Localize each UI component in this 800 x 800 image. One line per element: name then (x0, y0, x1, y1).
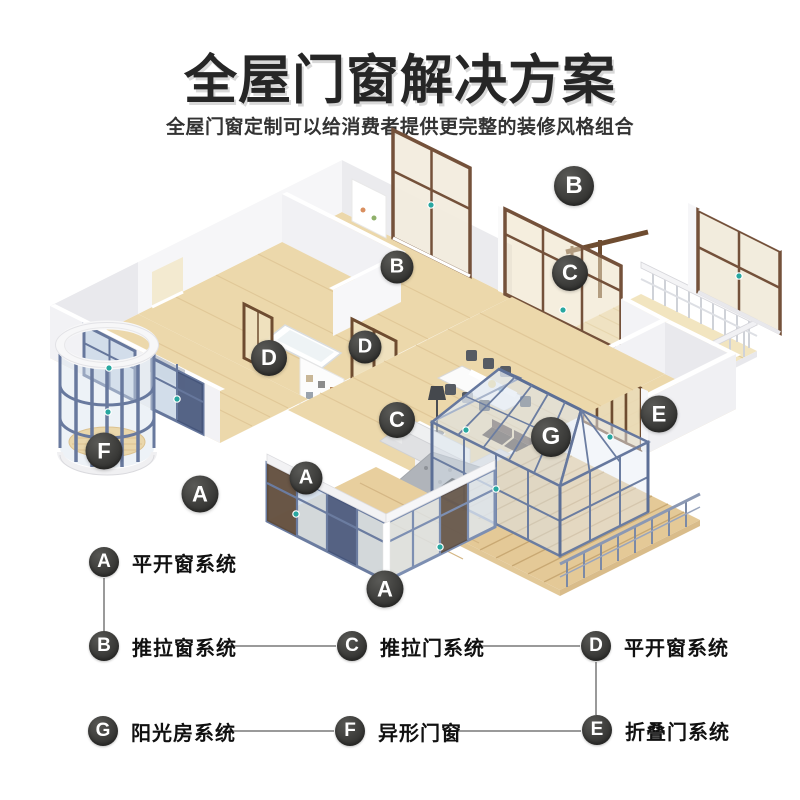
legend-label-b: 推拉窗系统 (132, 637, 237, 660)
connector-c-d (476, 645, 580, 647)
page-title: 全屋门窗解决方案 (184, 51, 616, 110)
plan-badge-a2: A (289, 461, 323, 495)
legend-item-a: A 平开窗系统 (89, 547, 237, 577)
plan-badge-b2: B (380, 250, 414, 284)
connector-a-b (103, 578, 105, 632)
plan-badge-f: F (85, 432, 123, 470)
upper-left-rooms (132, 127, 518, 435)
legend-label-e: 折叠门系统 (625, 721, 730, 744)
plan-badge-a3: A (366, 570, 404, 608)
legend-item-b: B 推拉窗系统 (89, 631, 237, 661)
legend-item-c: C 推拉门系统 (337, 631, 485, 661)
legend-badge-a: A (89, 547, 119, 577)
teal-marker-dots (104, 201, 743, 551)
legend-badge-b: B (89, 631, 119, 661)
legend-label-a: 平开窗系统 (132, 553, 237, 576)
legend-label-g: 阳光房系统 (131, 722, 236, 745)
legend-badge-g: G (88, 716, 118, 746)
legend-badge-d: D (581, 631, 611, 661)
connector-f-e (453, 730, 581, 732)
legend-item-g: G 阳光房系统 (88, 716, 236, 746)
legend-item-d: D 平开窗系统 (581, 631, 729, 661)
plan-badge-c2: C (379, 402, 415, 438)
connector-b-c (228, 645, 336, 647)
legend-label-c: 推拉门系统 (380, 637, 485, 660)
plan-badge-a1: A (181, 475, 219, 513)
connector-g-f (228, 730, 334, 732)
bay-window-left-face (265, 460, 388, 584)
plan-badge-c1: C (552, 255, 588, 291)
plan-badge-g: G (531, 417, 571, 457)
plan-badge-d2: D (348, 330, 382, 364)
page-subtitle: 全屋门窗定制可以给消费者提供更完整的装修风格组合 (165, 117, 634, 138)
connector-d-e (595, 662, 597, 715)
plan-badge-b1: B (554, 166, 594, 206)
legend-label-d: 平开窗系统 (624, 637, 729, 660)
legend-badge-e: E (582, 715, 612, 745)
plan-badge-e: E (640, 395, 678, 433)
plan-badge-d1: D (251, 340, 287, 376)
legend-badge-c: C (337, 631, 367, 661)
legend-label-f: 异形门窗 (378, 722, 462, 745)
deck-railing (559, 492, 701, 587)
bay-window-room (265, 453, 497, 584)
legend-badge-f: F (335, 716, 365, 746)
wall-niche (351, 178, 387, 239)
far-right-sliding-window (688, 203, 784, 336)
legend-item-f: F 异形门窗 (335, 716, 462, 746)
legend-item-e: E 折叠门系统 (582, 715, 730, 745)
